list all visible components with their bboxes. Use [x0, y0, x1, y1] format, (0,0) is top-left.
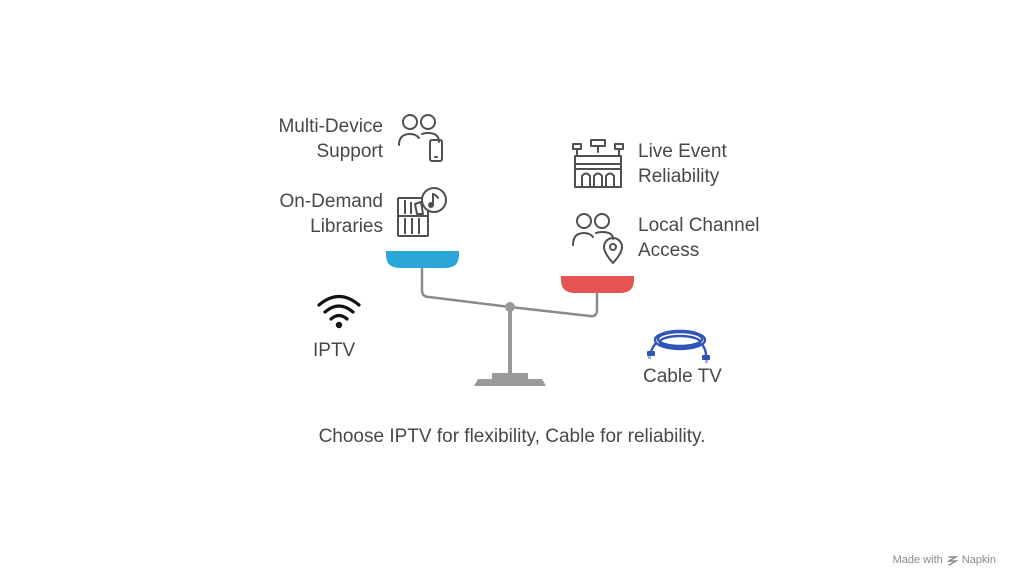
right-pan	[561, 276, 634, 293]
feature-local-channel-label: Local Channel Access	[638, 215, 760, 261]
scale-beam-right	[509, 292, 599, 318]
stadium-icon	[572, 139, 624, 188]
media-library-icon	[397, 187, 447, 237]
iptv-label: IPTV	[313, 340, 356, 361]
wifi-icon	[317, 294, 361, 329]
watermark-prefix: Made with	[892, 554, 943, 566]
scale-beam-left	[420, 268, 511, 309]
left-pan	[386, 251, 459, 268]
caption: Choose IPTV for flexibility, Cable for r…	[318, 426, 706, 447]
scale-pivot	[505, 302, 515, 312]
cable-tv-label: Cable TV	[643, 366, 722, 387]
feature-multi-device-label: Multi-Device Support	[278, 116, 383, 162]
scale-pole	[508, 307, 512, 375]
watermark-brand: Napkin	[961, 554, 996, 566]
users-location-icon	[572, 213, 623, 264]
scale-base	[474, 379, 546, 386]
cable-icon	[647, 329, 710, 363]
feature-on-demand-label: On-Demand Libraries	[279, 191, 384, 237]
napkin-logo-icon	[946, 555, 958, 566]
feature-live-event-label: Live Event Reliability	[638, 141, 727, 187]
watermark: Made with Napkin	[893, 554, 996, 566]
users-device-icon	[398, 114, 443, 162]
scale-base-top	[492, 373, 528, 379]
